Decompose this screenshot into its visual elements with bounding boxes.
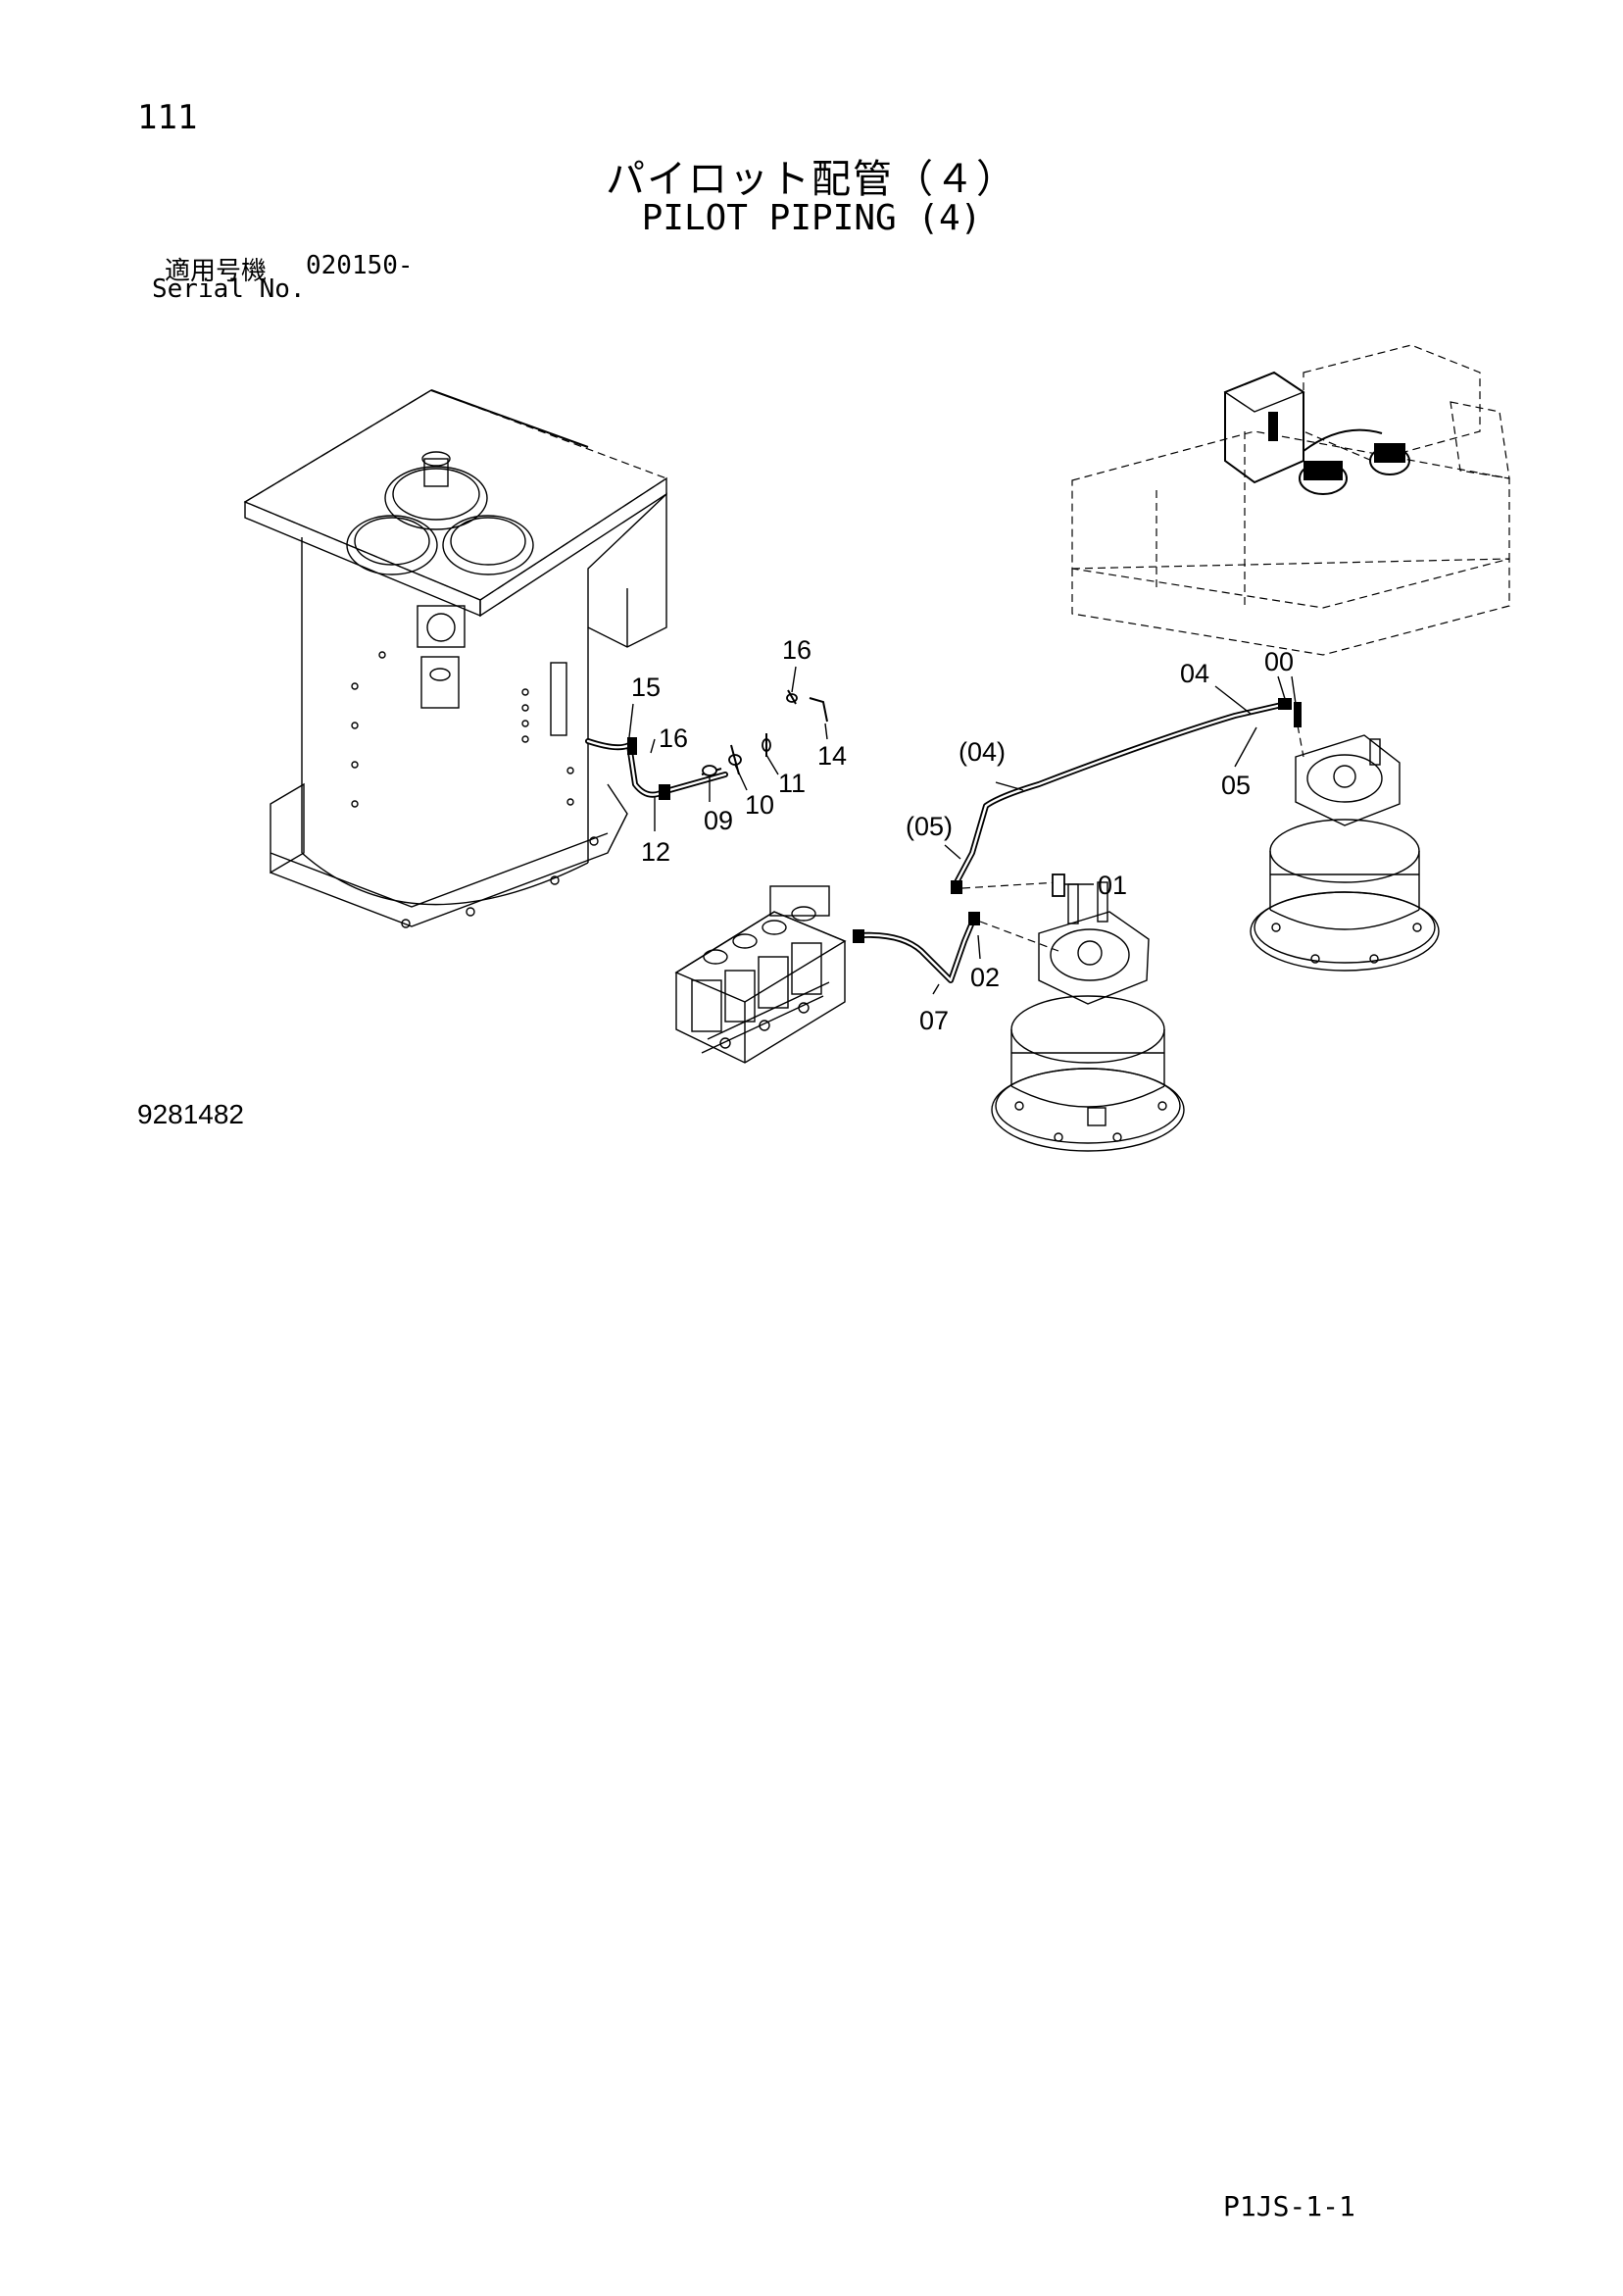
page-title-english: PILOT PIPING (4) [641,198,982,238]
control-valve-drawing [674,885,847,1064]
swing-motor-center-drawing [991,881,1185,1152]
callout-labels: 16 15 16 14 11 10 09 12 04 00 (04) 05 (0… [631,635,1294,1035]
hydraulic-tank-drawing [243,389,668,928]
callout-07: 07 [919,1006,949,1035]
pilot-hoses-drawing [853,675,1304,995]
tank-fittings-drawing [585,666,828,831]
callout-15: 15 [631,673,661,702]
page-number: 111 [137,98,198,137]
page-title-japanese: パイロット配管（４） [606,157,1017,202]
page-code: P1JS-1-1 [1223,2190,1355,2222]
swing-motor-right-drawing [1250,734,1440,972]
callout-02: 02 [970,963,1000,992]
callout-14: 14 [817,741,847,771]
callout-05-parenthesized: (05) [906,812,953,841]
callout-10: 10 [745,790,774,820]
callout-04-parenthesized: (04) [959,737,1006,767]
machine-overview-drawing [1071,344,1510,656]
serial-label-english: Serial No. [152,275,306,304]
callout-16-top: 16 [782,635,812,665]
callout-05: 05 [1221,771,1251,800]
serial-label-japanese: 適用号機 [165,257,268,286]
callout-01: 01 [1098,871,1127,900]
serial-number-value: 020150- [306,251,414,280]
callout-11: 11 [778,769,806,798]
callout-12: 12 [641,837,670,867]
pilot-piping-diagram: 16 15 16 14 11 10 09 12 04 00 (04) 05 (0… [243,344,1510,1152]
drawing-number: 9281482 [137,1099,245,1129]
callout-00: 00 [1264,647,1294,676]
callout-09: 09 [704,806,733,835]
callout-16: 16 [659,724,688,753]
callout-04: 04 [1180,659,1209,688]
